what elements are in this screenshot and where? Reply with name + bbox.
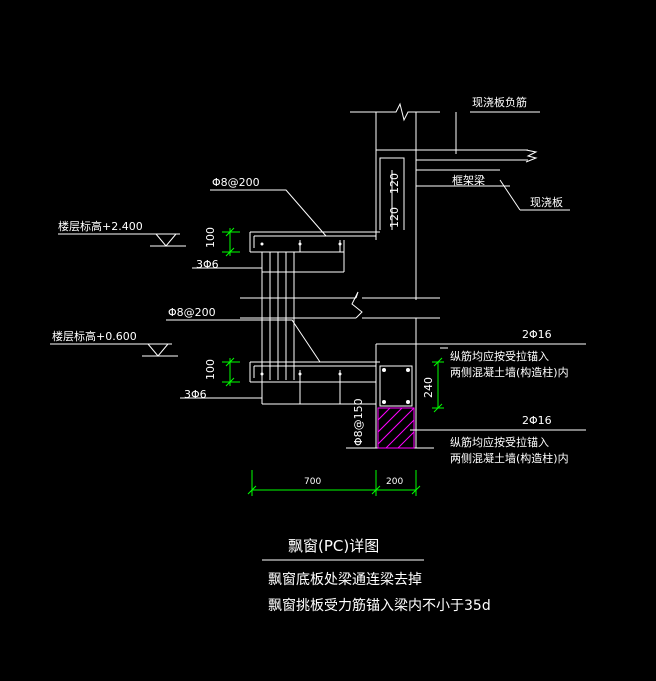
lower-level-mark — [50, 343, 178, 357]
dim-120-b: 120 — [388, 207, 401, 228]
drawing-title: 飘窗(PC)详图 — [288, 537, 379, 555]
lower-level-label: 楼层标高+0.600 — [52, 329, 137, 343]
dim-240-marks — [432, 357, 444, 413]
dim-100-lower: 100 — [204, 359, 217, 380]
upper-level-label: 楼层标高+2.400 — [58, 219, 143, 233]
anchor-note-2a: 纵筋均应按受拉锚入 — [450, 435, 549, 449]
stirrup-label: Φ8@150 — [352, 398, 365, 446]
anchor-note-2b: 两侧混凝土墙(构造柱)内 — [450, 451, 569, 465]
dim-700: 700 — [304, 477, 321, 487]
bottom-dimension — [247, 470, 421, 496]
note-1: 飘窗底板处梁通连梁去掉 — [268, 571, 422, 588]
upper-rebar-leader — [210, 189, 327, 237]
dim-200: 200 — [386, 477, 403, 487]
top-slab-rebar-label: 现浇板负筋 — [472, 95, 527, 109]
upper-window-board — [249, 231, 380, 273]
cast-slab-label: 现浇板 — [530, 195, 563, 209]
dim-100-upper-marks — [222, 227, 240, 257]
bars-bottom-label: 2Φ16 — [522, 414, 552, 427]
top-slab — [375, 149, 538, 300]
window-frame — [240, 252, 440, 404]
note-2: 飘窗挑板受力筋锚入梁内不小于35d — [268, 597, 491, 614]
top-leaders — [428, 111, 570, 211]
upper-rebar-label: Φ8@200 — [212, 176, 260, 189]
lower-rebar-leader — [166, 319, 321, 363]
lower-window-board — [249, 361, 380, 405]
concrete-hatch — [377, 407, 415, 449]
frame-beam-label: 框架梁 — [452, 173, 485, 187]
anchor-note-1b: 两侧混凝土墙(构造柱)内 — [450, 365, 569, 379]
upper-level-mark — [58, 233, 186, 247]
bars-top-label: 2Φ16 — [522, 328, 552, 341]
dim-100-upper: 100 — [204, 227, 217, 248]
dim-120-a: 120 — [388, 173, 401, 194]
lower-rebar-label: Φ8@200 — [168, 306, 216, 319]
dim-240: 240 — [422, 377, 435, 398]
dim-100-lower-marks — [222, 357, 240, 387]
upper-wall — [350, 102, 440, 150]
anchor-note-1a: 纵筋均应按受拉锚入 — [450, 349, 549, 363]
lower-bottom-bars-label: 3Φ6 — [184, 388, 207, 401]
right-leaders — [384, 343, 586, 431]
upper-bottom-bars-label: 3Φ6 — [196, 258, 219, 271]
